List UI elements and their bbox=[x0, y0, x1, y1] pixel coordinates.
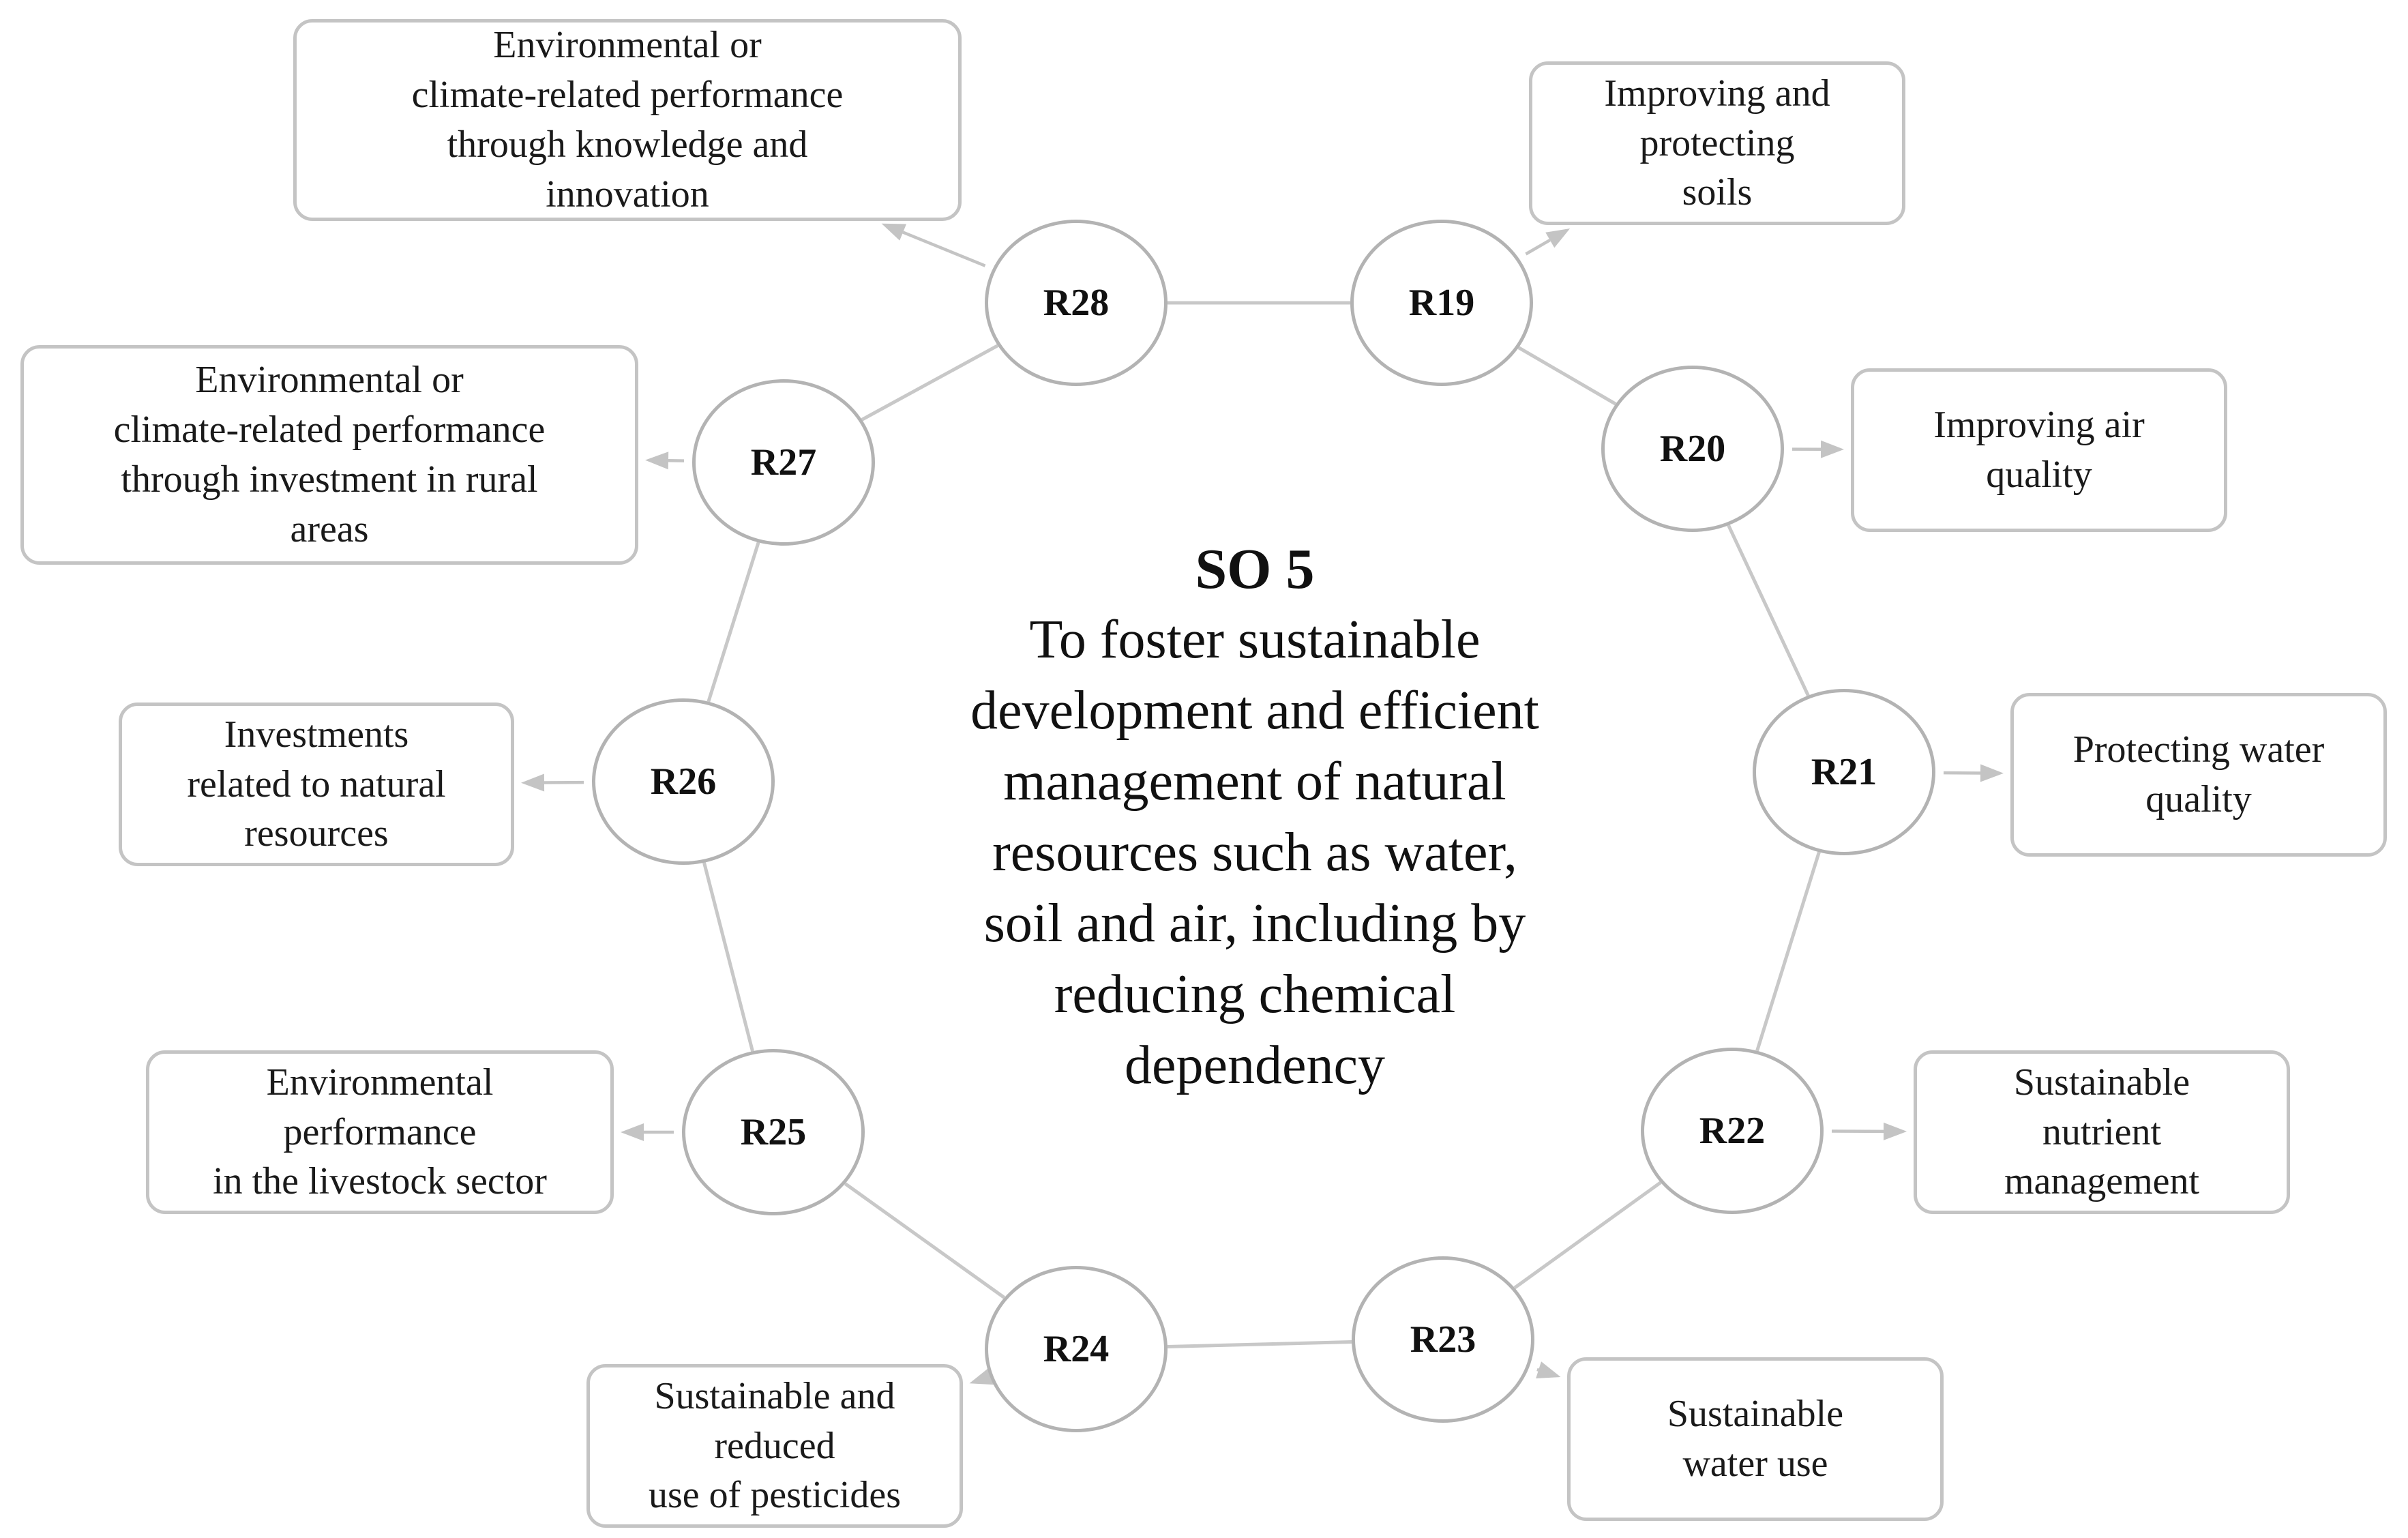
description-text-r19: Improving and protecting soils bbox=[1604, 72, 1830, 214]
ring-connector-r26-r27 bbox=[707, 542, 760, 703]
arrowhead-r23 bbox=[1536, 1361, 1561, 1379]
ring-connector-r25-r26 bbox=[702, 862, 754, 1052]
arrowhead-r25 bbox=[621, 1123, 644, 1141]
ring-connector-r27-r28 bbox=[861, 344, 999, 422]
description-box-r26: Investments related to natural resources bbox=[119, 703, 514, 866]
description-box-r24: Sustainable and reduced use of pesticide… bbox=[586, 1364, 963, 1528]
ring-connector-r19-r20 bbox=[1517, 346, 1617, 406]
description-text-r22: Sustainable nutrient management bbox=[2004, 1061, 2200, 1203]
description-box-r25: Environmental performance in the livesto… bbox=[146, 1050, 614, 1214]
node-r25: R25 bbox=[682, 1049, 865, 1215]
arrowhead-r28 bbox=[881, 223, 907, 241]
arrowhead-r19 bbox=[1545, 228, 1571, 248]
arrowhead-r21 bbox=[1980, 764, 2004, 782]
central-objective: SO 5 To foster sustainable development a… bbox=[846, 535, 1664, 1101]
description-text-r26: Investments related to natural resources bbox=[187, 713, 446, 855]
ring-connectors bbox=[702, 301, 1821, 1349]
node-r26: R26 bbox=[592, 698, 775, 865]
description-text-r27: Environmental or climate-related perform… bbox=[113, 359, 546, 550]
description-text-r28: Environmental or climate-related perform… bbox=[411, 24, 844, 216]
description-text-r23: Sustainable water use bbox=[1667, 1393, 1844, 1485]
description-box-r23: Sustainable water use bbox=[1567, 1357, 1944, 1521]
description-text-r25: Environmental performance in the livesto… bbox=[213, 1061, 547, 1203]
node-r23: R23 bbox=[1352, 1256, 1534, 1423]
description-box-r27: Environmental or climate-related perform… bbox=[20, 345, 638, 565]
ring-connector-r24-r25 bbox=[844, 1182, 1006, 1299]
node-r20: R20 bbox=[1601, 366, 1784, 532]
ring-connector-r22-r23 bbox=[1513, 1181, 1662, 1290]
arrow-line-r28 bbox=[902, 231, 986, 267]
arrowhead-r20 bbox=[1820, 440, 1844, 458]
node-r24: R24 bbox=[985, 1266, 1168, 1432]
node-r28: R28 bbox=[985, 220, 1168, 386]
description-text-r24: Sustainable and reduced use of pesticide… bbox=[648, 1374, 902, 1517]
arrow-line-r19 bbox=[1525, 239, 1551, 256]
arrowhead-r22 bbox=[1883, 1122, 1907, 1140]
description-box-r22: Sustainable nutrient management bbox=[1914, 1050, 2290, 1214]
description-text-r21: Protecting water quality bbox=[2072, 728, 2325, 820]
objective-statement: To foster sustainable development and ef… bbox=[970, 609, 1539, 1095]
description-box-r20: Improving air quality bbox=[1851, 368, 2227, 532]
ring-connector-r23-r24 bbox=[1167, 1340, 1352, 1349]
ring-connector-r21-r22 bbox=[1755, 851, 1821, 1052]
ring-connector-r20-r21 bbox=[1727, 524, 1810, 696]
description-arrows bbox=[520, 223, 2004, 1385]
node-r19: R19 bbox=[1350, 220, 1533, 386]
node-r22: R22 bbox=[1641, 1048, 1824, 1214]
description-box-r28: Environmental or climate-related perform… bbox=[293, 19, 962, 221]
objective-title: SO 5 bbox=[1195, 537, 1315, 601]
description-text-r20: Improving air quality bbox=[1933, 404, 2145, 496]
node-r27: R27 bbox=[692, 379, 875, 546]
description-box-r21: Protecting water quality bbox=[2010, 693, 2387, 857]
arrowhead-r27 bbox=[644, 452, 669, 470]
node-r21: R21 bbox=[1753, 689, 1935, 855]
arrowhead-r26 bbox=[520, 773, 545, 792]
description-box-r19: Improving and protecting soils bbox=[1529, 61, 1905, 225]
